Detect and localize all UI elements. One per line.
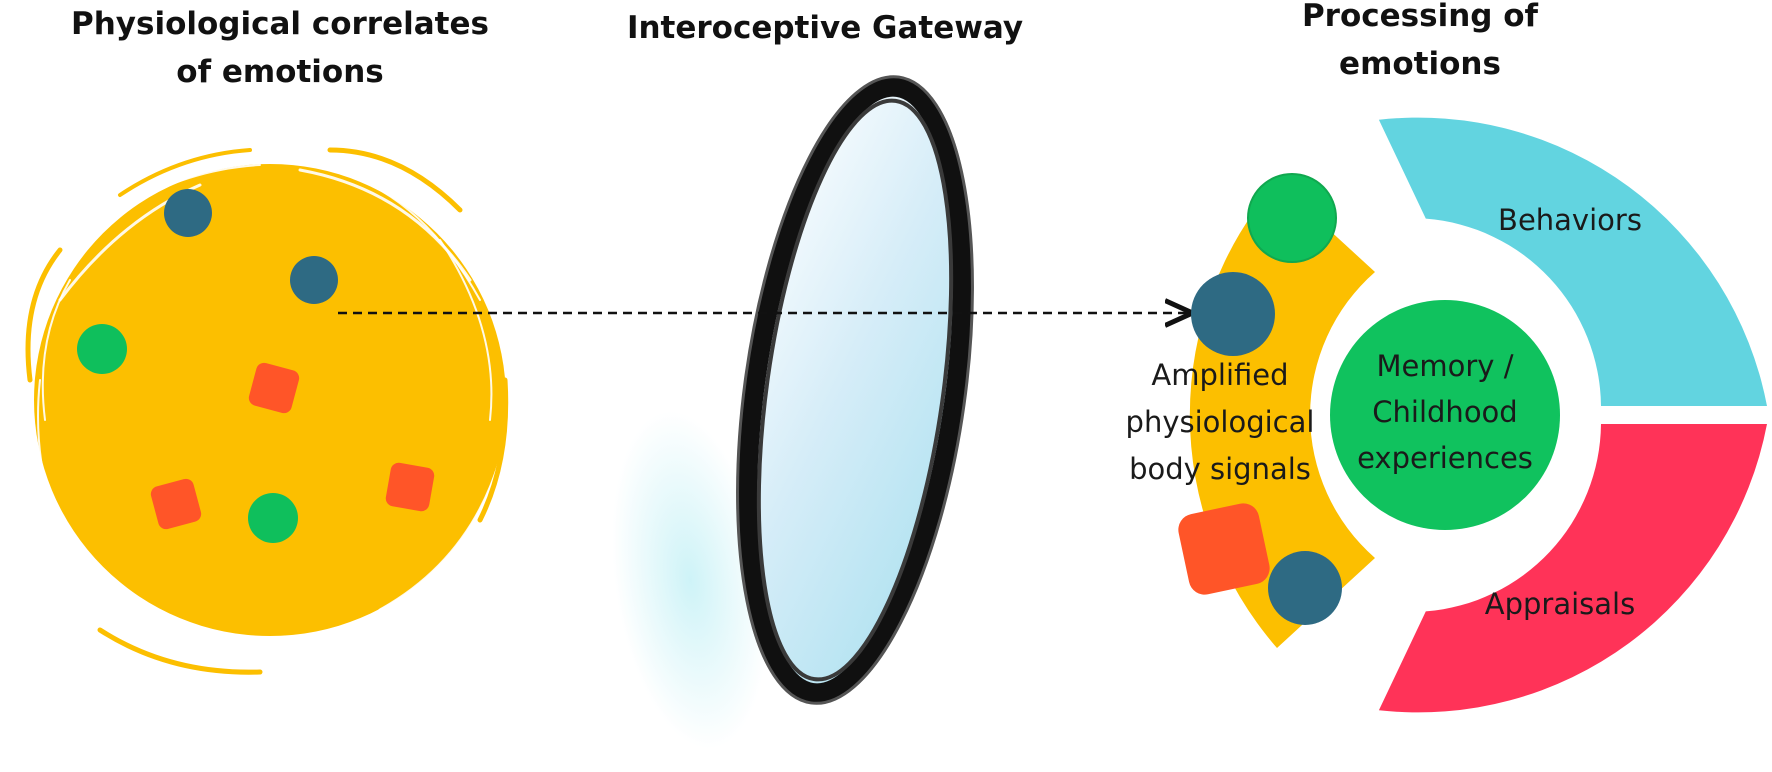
orange-square — [1178, 503, 1270, 595]
amplified-label-line3: body signals — [1129, 452, 1311, 486]
green-dot — [1247, 173, 1337, 263]
lens — [612, 75, 974, 749]
teal-dot — [1268, 551, 1342, 625]
left-title-line2: of emotions — [176, 54, 383, 90]
appraisals-label: Appraisals — [1485, 587, 1635, 621]
behaviors-label: Behaviors — [1498, 203, 1642, 237]
physiological-blob — [25, 147, 509, 675]
amplified-label-line1: Amplified — [1151, 358, 1288, 392]
memory-circle — [1330, 300, 1560, 530]
orange-square — [385, 462, 435, 512]
memory-label-line1: Memory / — [1377, 349, 1514, 383]
green-dot — [248, 493, 298, 543]
teal-dot — [164, 189, 212, 237]
right-title-line1: Processing of — [1302, 0, 1539, 34]
amplified-label-line2: physiological — [1126, 405, 1315, 439]
appraisals-segment — [1378, 424, 1767, 713]
right-title-line2: emotions — [1339, 46, 1501, 82]
orange-square — [248, 362, 300, 414]
memory-label-line3: experiences — [1357, 441, 1533, 475]
middle-title: Interoceptive Gateway — [627, 10, 1023, 46]
left-title-line1: Physiological correlates — [71, 6, 489, 42]
teal-dot — [1191, 272, 1275, 356]
memory-label-line2: Childhood — [1372, 395, 1517, 429]
green-dot — [77, 324, 127, 374]
teal-dot — [290, 256, 338, 304]
behaviors-segment — [1378, 117, 1767, 406]
orange-square — [150, 478, 202, 530]
